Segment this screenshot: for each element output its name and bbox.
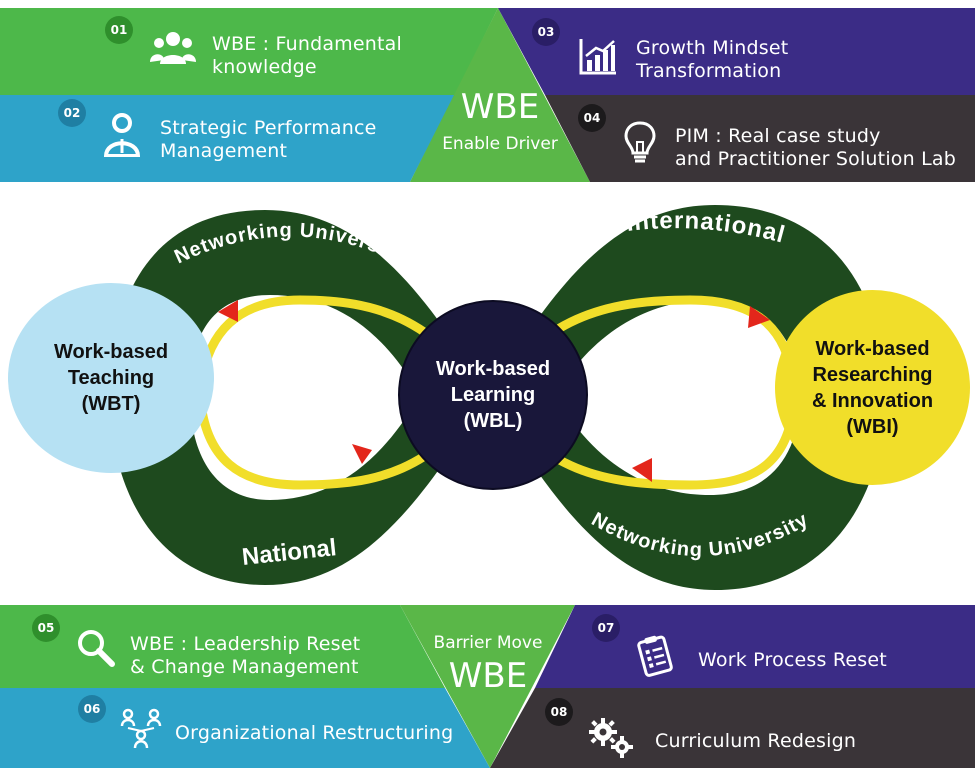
arrow-top-right [748,306,770,328]
band-03-line1: Growth Mindset [636,37,789,59]
wbi-line1: Work-based [815,337,930,360]
band-02-line2: Management [160,140,288,162]
search-icon [78,630,115,667]
band-08-number: 08 [545,698,573,726]
barrier-triangle [400,605,575,768]
band-03-bg [498,8,975,95]
band-02-bg [0,95,455,182]
band-07-text: Work Process Reset [698,649,887,672]
wbi-line2: Researching [812,363,933,386]
band-06-bg [0,688,490,768]
driver-title: WBE [460,87,540,127]
barrier-subtitle: Barrier Move [433,633,543,653]
wbi-circle: Work-based Researching & Innovation (WBI… [775,290,970,485]
band-03-text: Growth Mindset Transformation [636,37,788,83]
arrow-top-left [218,300,238,322]
band-04-line1: PIM : Real case study [675,125,881,147]
org-chart-icon [120,708,162,749]
growth-chart-icon [579,39,616,75]
band-02-number: 02 [58,99,86,127]
top-bands-graphic [0,8,975,182]
band-04-number: 04 [578,104,606,132]
band-04-text: PIM : Real case study and Practitioner S… [675,125,956,171]
driver-subtitle: Enable Driver [442,134,558,154]
wbl-circle: Work-based Learning (WBL) [398,300,588,490]
wbl-line2: Learning [450,384,536,406]
gears-icon [589,718,633,758]
band-04-bg [545,95,975,182]
wbi-line4: (WBI) [846,415,899,438]
band-02-line1: Strategic Performance [160,117,377,139]
band-01-text: WBE : Fundamental knowledge [212,33,402,79]
band-01-line1: WBE : Fundamental [212,33,402,55]
wbt-line2: Teaching [67,367,155,389]
band-05-line2: & Change Management [130,656,359,678]
barrier-title: WBE [448,656,528,696]
band-05-number: 05 [32,614,60,642]
band-03-line2: Transformation [636,60,782,82]
band-08-text: Curriculum Redesign [655,730,856,753]
band-02-text: Strategic Performance Management [160,117,377,163]
driver-triangle [410,8,590,182]
arrow-bottom-right [632,458,652,482]
band-06-number: 06 [78,695,106,723]
wbt-line3: (WBT) [81,393,141,415]
band-01-number: 01 [105,16,133,44]
wbl-line1: Work-based [435,358,551,380]
wbl-line3: (WBL) [463,410,523,432]
wbt-circle: Work-based Teaching (WBT) [8,283,214,473]
band-07-line1: Work Process Reset [698,649,887,671]
bottom-bands-graphic [0,605,975,768]
band-06-line1: Organizational Restructuring [175,722,454,744]
wbi-line3: & Innovation [811,389,934,412]
band-05-bg [0,605,445,688]
band-07-number: 07 [592,614,620,642]
band-05-line1: WBE : Leadership Reset [130,633,361,655]
lightbulb-icon [624,121,656,163]
person-icon [104,113,140,157]
band-05-text: WBE : Leadership Reset & Change Manageme… [130,633,360,679]
group-icon [150,32,196,64]
arrow-bottom-left [352,444,372,464]
band-06-text: Organizational Restructuring [175,722,453,745]
wbt-line1: Work-based [53,341,169,363]
band-03-number: 03 [532,18,560,46]
checklist-icon [637,635,673,677]
band-04-line2: and Practitioner Solution Lab [675,148,957,170]
band-08-line1: Curriculum Redesign [655,730,857,752]
band-01-line2: knowledge [212,56,317,78]
